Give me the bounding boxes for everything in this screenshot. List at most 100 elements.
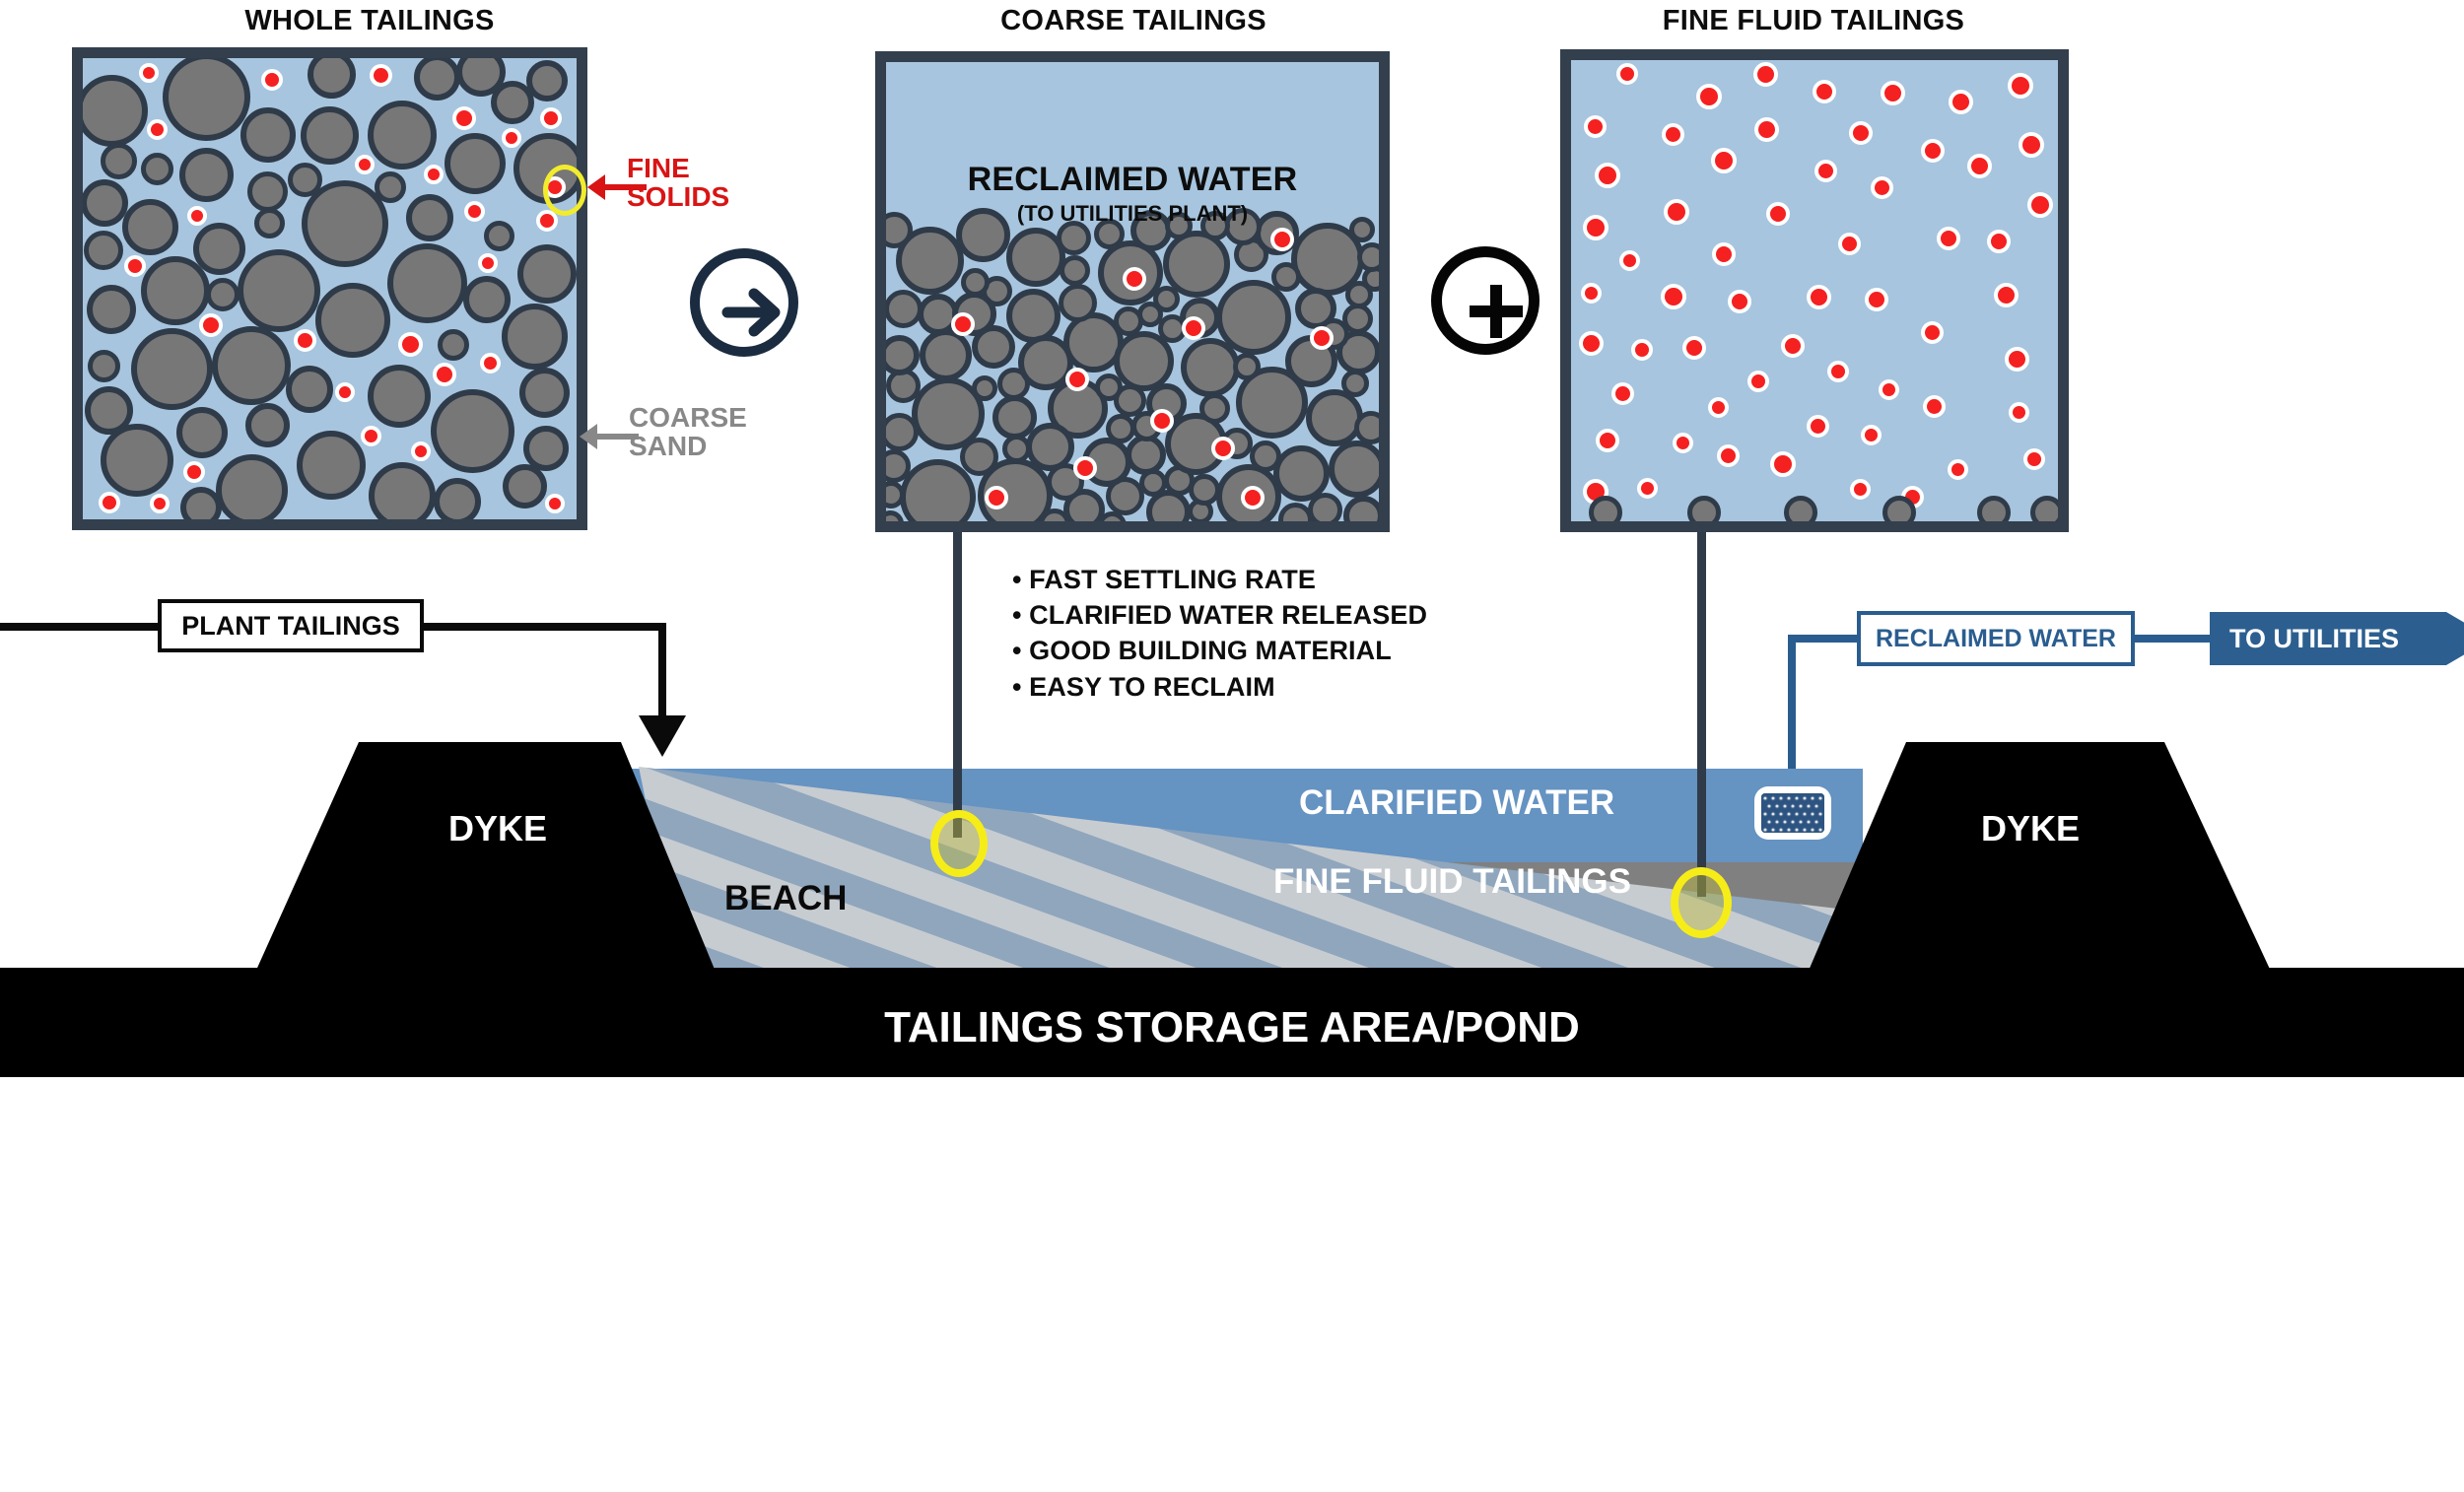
trapped-fine-solid [951, 312, 975, 336]
diagram-canvas: WHOLE TAILINGS COARSE TAILINGS FINE FLUI… [0, 5, 2464, 1077]
fine-solid-particle [1712, 242, 1737, 267]
fine-solid-particle [2026, 191, 2053, 218]
fine-solid-particle [1920, 139, 1945, 164]
coarse-sand-grain [87, 284, 137, 334]
trapped-fine-solid [1123, 267, 1146, 291]
coarse-sand-grain [405, 194, 453, 242]
coarse-sand-grain [1006, 227, 1066, 287]
reclaimed-water-caption-sub: (TO UTILITIES PLANT) [1016, 201, 1249, 226]
fine-fluid-tailings-tie-line [1697, 532, 1706, 897]
fine-solid-particle [1860, 425, 1882, 446]
fine-solid-particle [1871, 175, 1894, 199]
settled-coarse-grain [2030, 496, 2058, 521]
coarse-sand-grain [1162, 231, 1230, 299]
fine-solid-particle [1747, 370, 1770, 392]
coarse-sand-grain [100, 423, 173, 497]
fine-solid-particle [1664, 199, 1690, 226]
coarse-sand-grain [245, 402, 291, 447]
coarse-sand-grain [122, 199, 179, 256]
fine-solid-particle [1753, 117, 1779, 143]
coarse-sand-grain [206, 277, 240, 311]
coarse-sand-grain [240, 106, 297, 163]
coarse-sand-grain [193, 222, 246, 275]
fine-solid-particle [1806, 414, 1829, 438]
coarse-sand-grain [1057, 221, 1092, 256]
dyke-right-shape [1794, 742, 2287, 1005]
coarse-sand-grain [1139, 468, 1168, 497]
fine-solid-particle [397, 332, 423, 358]
fine-solid-particle [146, 118, 168, 140]
fine-solid-particle [199, 313, 224, 338]
coarse-sand-grain [1250, 440, 1282, 472]
fine-solid-particle [123, 254, 146, 277]
fine-solid-particle [355, 154, 375, 174]
plant-tailings-outflow-line [422, 623, 666, 631]
coarse-sand-grain [1001, 434, 1031, 463]
coarse-sand-grain [101, 143, 138, 180]
coarse-sand-grain [1181, 337, 1241, 397]
coarse-sand-grain [886, 509, 905, 521]
fine-solid-particle [1921, 320, 1945, 344]
coarse-sand-grain [246, 171, 288, 213]
fine-solid-particle [1780, 333, 1805, 358]
reclaimed-water-caption-main: RECLAIMED WATER [967, 161, 1298, 198]
plant-tailings-inflow-line [0, 623, 160, 631]
fine-solid-particle [260, 68, 283, 91]
fine-fluid-tailings-pond-label: FINE FLUID TAILINGS [1273, 862, 1631, 901]
coarse-sand-grain [1305, 389, 1363, 447]
coarse-sand-grain [437, 328, 469, 361]
fine-solid-particle [1967, 154, 1993, 179]
fine-solid-particle [1662, 123, 1685, 147]
coarse-sand-grain [431, 388, 515, 473]
coarse-tailings-contents [886, 62, 1379, 521]
coarse-sand-grain [414, 58, 461, 101]
coarse-sand-grain [992, 394, 1038, 440]
whole-tailings-contents [83, 58, 577, 519]
coarse-sand-arrow-line [591, 434, 639, 440]
fine-solid-particle [1707, 396, 1729, 418]
fine-solid-particle [1580, 283, 1602, 305]
whole-tailings-sample-box [72, 47, 587, 530]
coarse-sand-grain [886, 334, 920, 375]
coarse-sand-grain [886, 289, 924, 328]
coarse-sand-grain [1006, 288, 1061, 343]
fine-solid-particle [1881, 81, 1906, 106]
reclaimed-water-box: RECLAIMED WATER [1857, 611, 2135, 666]
coarse-sand-grain [886, 448, 911, 483]
coarse-sand-grain [502, 463, 547, 509]
fine-solid-particle [1849, 120, 1874, 145]
fine-solid-particle [1584, 115, 1608, 139]
beach-label: BEACH [724, 879, 848, 917]
fine-solid-particle [1948, 89, 1973, 114]
coarse-sand-grain [175, 406, 228, 458]
dyke-left-label: DYKE [447, 808, 548, 848]
coarse-sand-callout-label: COARSE SAND [629, 402, 747, 461]
fine-solid-particle [1695, 84, 1722, 110]
benefit-item: • GOOD BUILDING MATERIAL [1012, 636, 1392, 666]
coarse-sand-grain [1216, 279, 1292, 355]
pond-cross-section-graphic [0, 742, 2464, 1077]
coarse-sand-grain [1199, 210, 1230, 240]
coarse-sand-grain [287, 163, 322, 198]
trapped-fine-solid [1270, 228, 1294, 251]
fine-solid-particle [464, 200, 486, 222]
fine-solid-particle [1947, 459, 1968, 481]
coarse-sand-grain [369, 462, 437, 519]
reclaimed-water-to-utilities-line [2133, 635, 2214, 643]
plant-tailings-discharge-arrow-icon [639, 715, 686, 757]
benefit-item: • CLARIFIED WATER RELEASED [1012, 600, 1428, 631]
fine-solid-particle [478, 253, 499, 274]
water-intake-screen-icon [1759, 1478, 1773, 1492]
to-utilities-label: TO UTILITIES [2228, 623, 2399, 653]
settled-coarse-grain [1784, 496, 1817, 521]
coarse-sand-grain [1348, 217, 1375, 242]
fine-solid-particle [1716, 444, 1740, 468]
reclaimed-water-caption: RECLAIMED WATER (TO UTILITIES PLANT) [886, 161, 1379, 227]
fine-solid-particle [1838, 232, 1862, 255]
fine-solid-particle [544, 494, 565, 514]
coarse-sand-grain [899, 458, 976, 521]
fine-solid-particle [410, 441, 431, 462]
coarse-sand-grain [1233, 353, 1262, 381]
coarse-sand-grain [886, 212, 914, 249]
trapped-fine-solid [1073, 456, 1097, 480]
